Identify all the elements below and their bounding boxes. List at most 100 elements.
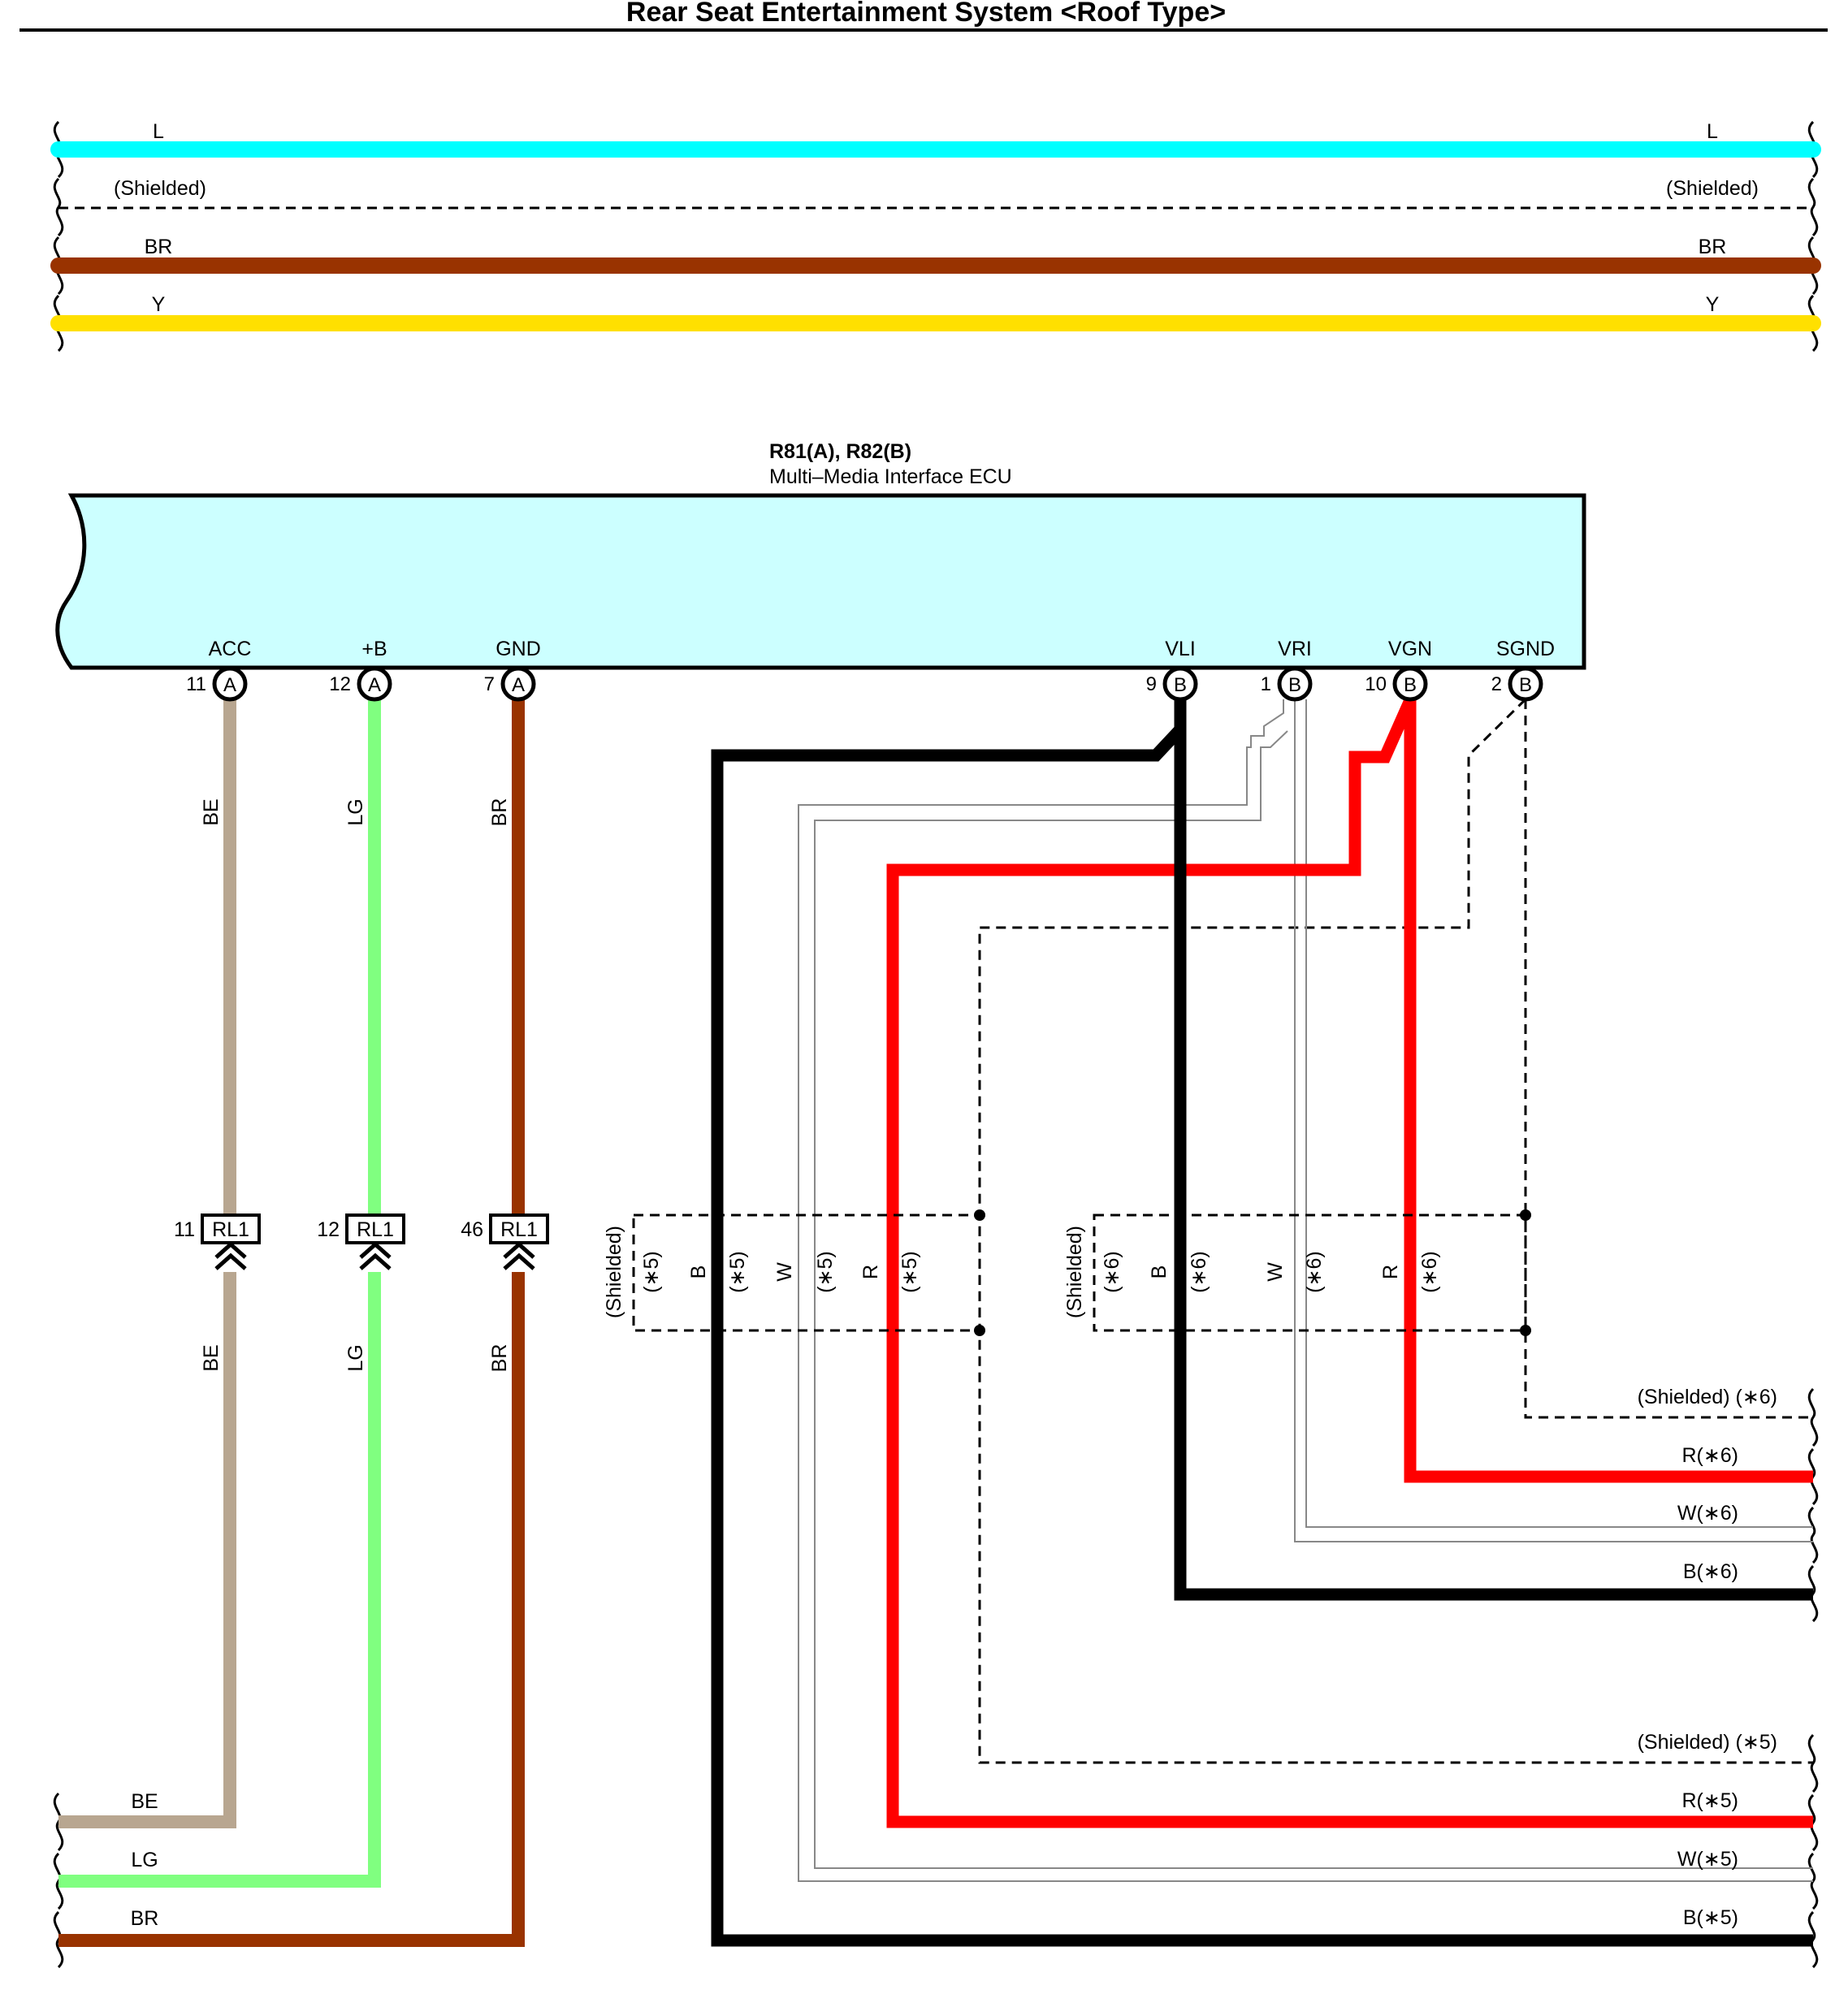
pin-vli-connector: B (1174, 674, 1187, 696)
shield5-label-5: (∗5) (814, 1251, 837, 1293)
shield-box-6 (1093, 1213, 1527, 1332)
sgnd-shield-wires (978, 698, 1813, 1764)
exit-br: BR (131, 1907, 159, 1930)
wire-y-label-right: Y (1706, 293, 1720, 316)
pin-acc-circle (212, 666, 248, 702)
pin-vgn-connector: B (1404, 674, 1417, 696)
wire-shielded-label-right: (Shielded) (1666, 177, 1759, 200)
shield6-label-1: (∗6) (1101, 1251, 1123, 1293)
ecu-body (55, 493, 1586, 670)
shield5-label-6: R (859, 1265, 882, 1279)
junction-be-chevron-icon (214, 1241, 247, 1270)
exit-b-6: B(∗6) (1683, 1560, 1738, 1583)
exit-shielded-5: (Shielded) (∗5) (1638, 1731, 1777, 1754)
b-wire-6 (1174, 700, 1813, 1601)
exit-b-5: B(∗5) (1683, 1906, 1738, 1929)
shield-wire-6 (1524, 699, 1813, 1419)
br-code-lower: BR (488, 1344, 511, 1373)
pin-name-vri: VRI (1278, 638, 1312, 660)
pin-gnd-circle (500, 666, 536, 702)
exit-w-5: W(∗5) (1677, 1848, 1738, 1871)
exit-shielded-6: (Shielded) (∗6) (1638, 1386, 1777, 1408)
break-mark (1807, 177, 1819, 237)
w-wire-5-b (814, 730, 1813, 1869)
shield-node-5-top (974, 1209, 985, 1221)
pin-vri-number: 1 (1261, 673, 1271, 695)
bottom-exit-labels: BE LG BR (131, 1790, 159, 1930)
junction-br: 46 RL1 (461, 1213, 549, 1270)
exit-be: BE (131, 1790, 158, 1813)
w-wire-6-a (1294, 699, 1813, 1542)
shield6-label-0: (Shielded) (1063, 1226, 1086, 1318)
junction-be: 11 RL1 (174, 1213, 261, 1270)
exit-r-6: R(∗6) (1681, 1444, 1738, 1467)
lg-wire-lower (58, 1272, 381, 1888)
r-wire-5 (886, 697, 1813, 1828)
pin-b-plus: 12 A (329, 666, 392, 702)
shield6-label-6: R (1379, 1265, 1402, 1279)
right-exit-labels: (Shielded) (∗6) R(∗6) W(∗6) B(∗6) (Shiel… (1638, 1386, 1777, 1929)
pin-vri: 1 B (1261, 666, 1313, 702)
be-code-lower: BE (200, 1344, 223, 1371)
lg-code-upper: LG (344, 798, 367, 825)
junction-lg-chevron-icon (359, 1241, 392, 1270)
shield5-label-2: B (687, 1265, 710, 1279)
pin-name-vgn: VGN (1388, 638, 1432, 660)
shield-group-6: (Shielded) (∗6) B (∗6) W (∗6) R (∗6) (1063, 1209, 1531, 1336)
junction-br-id: RL1 (500, 1218, 538, 1241)
pin-acc-number: 11 (186, 673, 206, 695)
wire-br-label-left: BR (145, 236, 173, 258)
junction-be-number: 11 (174, 1218, 195, 1241)
shield6-label-4: W (1264, 1262, 1287, 1282)
pin-vgn-circle (1392, 666, 1428, 702)
wire-shielded-label-left: (Shielded) (114, 177, 206, 200)
junction-lg-number: 12 (317, 1218, 340, 1241)
wire-br-label-right: BR (1699, 236, 1727, 258)
be-wire-lower (58, 1272, 236, 1828)
shield5-label-0: (Shielded) (603, 1226, 625, 1318)
ecu-name: Multi–Media Interface ECU (769, 465, 1012, 488)
diagram-title: Rear Seat Entertainment System <Roof Typ… (626, 0, 1226, 28)
pin-b-plus-circle (357, 666, 392, 702)
ecu-pin-names: ACC +B GND VLI VRI VGN SGND (209, 638, 1556, 660)
pin-vri-connector: B (1288, 674, 1301, 696)
power-wires (58, 700, 525, 1947)
pin-name-gnd: GND (496, 638, 541, 660)
pin-sgnd-connector: B (1519, 674, 1532, 696)
shield-node-6-top (1520, 1209, 1531, 1221)
pin-acc-connector: A (223, 674, 236, 696)
break-mark (1807, 1387, 1819, 1447)
junction-br-chevron-icon (503, 1241, 535, 1270)
be-code-upper: BE (200, 798, 223, 825)
exit-lg: LG (131, 1849, 158, 1871)
shield6-label-2: B (1148, 1265, 1171, 1279)
junction-lg: 12 RL1 (317, 1213, 405, 1270)
junction-br-number: 46 (461, 1218, 483, 1241)
pin-name-acc: ACC (209, 638, 252, 660)
pin-vli-number: 9 (1146, 673, 1157, 695)
junction-be-id: RL1 (212, 1218, 249, 1241)
pin-vli-circle (1162, 666, 1198, 702)
shield-box-5 (632, 1213, 981, 1332)
pin-b-plus-connector: A (368, 674, 381, 696)
ecu-connector-ids: R81(A), R82(B) (769, 440, 911, 463)
shield5-label-3: (∗5) (726, 1251, 749, 1293)
shield6-label-3: (∗6) (1188, 1251, 1210, 1293)
pin-sgnd-number: 2 (1491, 673, 1502, 695)
pin-name-vli: VLI (1165, 638, 1196, 660)
pin-gnd-connector: A (512, 674, 525, 696)
vgn-red-wires (886, 697, 1813, 1828)
pin-sgnd-circle (1508, 666, 1543, 702)
wire-y-label-left: Y (152, 293, 166, 316)
top-wire-bundle: L L (Shielded) (Shielded) BR BR Y Y (50, 120, 1821, 331)
shield6-label-7: (∗6) (1418, 1251, 1441, 1293)
pin-acc: 11 A (186, 666, 248, 702)
shield-node-6-bottom (1520, 1325, 1531, 1336)
pin-gnd-number: 7 (484, 673, 495, 695)
pin-name-sgnd: SGND (1496, 638, 1555, 660)
shield-wire-5 (978, 698, 1813, 1764)
r-wire-6 (1404, 700, 1813, 1483)
shield-group-5: (Shielded) (∗5) B (∗5) W (∗5) R (∗5) (603, 1209, 985, 1336)
pin-vgn: 10 B (1365, 666, 1428, 702)
